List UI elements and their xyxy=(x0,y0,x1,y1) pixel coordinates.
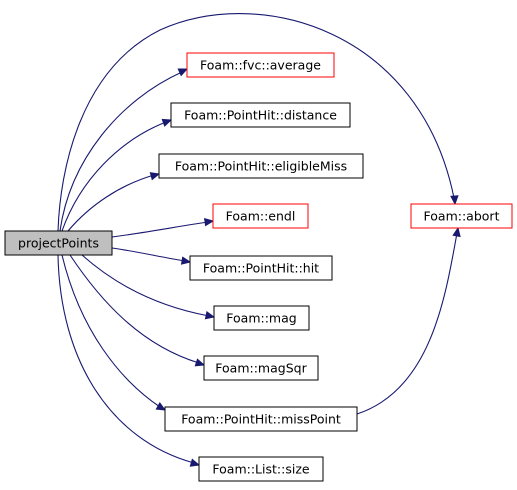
node-pointhit-hit[interactable]: Foam::PointHit::hit xyxy=(189,255,333,281)
edge-projectPoints-to-pointhit_hit xyxy=(111,247,186,262)
node-fvc-average-label: Foam::fvc::average xyxy=(200,58,321,73)
node-list-size-box xyxy=(198,456,324,482)
node-mag-label: Foam::mag xyxy=(226,311,296,326)
edge-projectPoints-to-list_size xyxy=(57,254,195,464)
node-pointhit-eligibleMiss-label: Foam::PointHit::eligibleMiss xyxy=(175,159,347,174)
arrowhead-projectPoints-to-pointhit_eligibleMiss xyxy=(149,172,161,181)
node-pointhit-distance-box xyxy=(170,102,351,128)
node-list-size[interactable]: Foam::List::size xyxy=(198,456,324,482)
edge-projectPoints-to-endl xyxy=(111,221,209,238)
arrowhead-projectPoints-to-pointhit_distance xyxy=(161,118,173,127)
node-fvc-average[interactable]: Foam::fvc::average xyxy=(186,52,335,78)
node-pointhit-missPoint[interactable]: Foam::PointHit::missPoint xyxy=(164,406,358,432)
edge-projectPoints-to-pointhit_eligibleMiss xyxy=(67,174,155,232)
arrowhead-projectPoints-to-magSqr xyxy=(194,358,206,367)
edge-projectPoints-to-fvc_average xyxy=(59,71,183,232)
node-pointhit-missPoint-box xyxy=(164,406,358,432)
edge-projectPoints-to-mag xyxy=(81,254,210,317)
node-pointhit-hit-box xyxy=(189,255,333,281)
edge-pointhit_missPoint-to-abort xyxy=(356,232,458,415)
arrowhead-pointhit_missPoint-to-abort xyxy=(452,226,461,238)
node-mag[interactable]: Foam::mag xyxy=(213,305,310,331)
edge-projectPoints-to-pointhit_distance xyxy=(61,121,167,232)
node-endl[interactable]: Foam::endl xyxy=(212,203,309,229)
node-pointhit-hit-label: Foam::PointHit::hit xyxy=(203,261,319,276)
arrowhead-projectPoints-to-mag xyxy=(204,311,216,320)
node-list-size-label: Foam::List::size xyxy=(212,462,309,477)
node-endl-label: Foam::endl xyxy=(226,209,296,224)
node-pointhit-eligibleMiss[interactable]: Foam::PointHit::eligibleMiss xyxy=(158,153,364,179)
node-abort[interactable]: Foam::abort xyxy=(410,203,513,229)
edge-projectPoints-to-pointhit_missPoint xyxy=(61,254,161,408)
edge-projectPoints-to-abort xyxy=(57,13,455,232)
node-fvc-average-box xyxy=(186,52,335,78)
node-pointhit-distance-label: Foam::PointHit::distance xyxy=(184,108,337,123)
edge-projectPoints-to-magSqr xyxy=(69,254,200,364)
arrowhead-projectPoints-to-fvc_average xyxy=(177,68,189,77)
node-endl-box xyxy=(212,203,309,229)
node-magSqr-box xyxy=(203,355,319,381)
node-pointhit-distance[interactable]: Foam::PointHit::distance xyxy=(170,102,351,128)
arrowhead-projectPoints-to-abort xyxy=(450,195,459,206)
node-abort-label: Foam::abort xyxy=(424,209,500,224)
node-projectPoints-label: projectPoints xyxy=(18,236,99,251)
node-mag-box xyxy=(213,305,310,331)
arrowhead-projectPoints-to-endl xyxy=(203,217,215,227)
node-projectPoints-box xyxy=(4,230,113,256)
edges-layer xyxy=(57,13,461,467)
node-abort-box xyxy=(410,203,513,229)
node-pointhit-eligibleMiss-box xyxy=(158,153,364,179)
arrowhead-projectPoints-to-pointhit_hit xyxy=(180,256,192,265)
node-magSqr-label: Foam::magSqr xyxy=(215,361,307,376)
arrowhead-projectPoints-to-list_size xyxy=(189,458,201,467)
node-pointhit-missPoint-label: Foam::PointHit::missPoint xyxy=(181,412,341,427)
node-magSqr[interactable]: Foam::magSqr xyxy=(203,355,319,381)
arrowhead-projectPoints-to-pointhit_missPoint xyxy=(155,402,167,411)
node-projectPoints[interactable]: projectPoints xyxy=(4,230,113,256)
